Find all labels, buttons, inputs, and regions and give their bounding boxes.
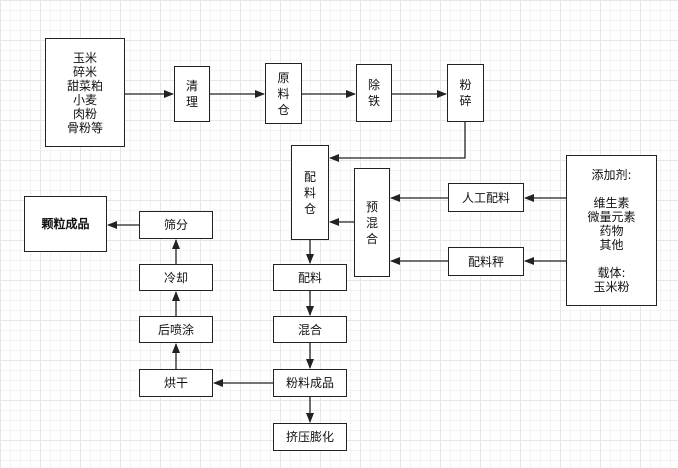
- node-pellet-product: 颗粒成品: [24, 196, 107, 252]
- node-crushing: 粉碎: [447, 64, 484, 122]
- node-screening-label: 筛分: [163, 218, 188, 232]
- node-cooling-label: 冷却: [163, 270, 188, 285]
- node-batching-scale: 配料秤: [448, 247, 524, 276]
- node-manual-batching-label: 人工配料: [461, 190, 510, 205]
- node-post-coating-label: 后喷涂: [157, 322, 194, 337]
- node-additives-label: 添加剂: 维生素 微量元素 药物 其他 载体: 玉米粉: [587, 167, 636, 294]
- node-batching: 配料: [273, 264, 347, 291]
- node-manual-batching: 人工配料: [448, 183, 524, 212]
- node-pellet-product-label: 颗粒成品: [41, 217, 90, 231]
- node-mash-product: 粉料成品: [273, 369, 347, 397]
- node-batching-scale-label: 配料秤: [467, 254, 504, 269]
- node-cleaning-label: 清理: [185, 79, 198, 109]
- node-iron-removal-label: 除铁: [367, 78, 380, 108]
- node-mixing: 混合: [273, 316, 347, 343]
- node-raw-materials-label: 玉米 碎米 甜菜粕 小麦 肉粉 骨粉等: [66, 50, 103, 135]
- node-raw-silo-label: 原料仓: [277, 70, 290, 117]
- node-batching-silo: 配料仓: [291, 145, 329, 240]
- node-screening: 筛分: [139, 211, 213, 239]
- node-mash-product-label: 粉料成品: [285, 376, 334, 390]
- node-cooling: 冷却: [139, 264, 213, 291]
- node-drying: 烘干: [139, 369, 213, 397]
- node-post-coating: 后喷涂: [139, 316, 213, 343]
- node-extrusion-label: 挤压膨化: [285, 430, 334, 444]
- arrow-crushing-to-batching-silo: [329, 122, 466, 162]
- node-mixing-label: 混合: [297, 322, 322, 337]
- node-premix: 预混合: [354, 168, 390, 277]
- node-raw-silo: 原料仓: [265, 63, 302, 124]
- node-premix-label: 预混合: [365, 199, 378, 246]
- node-raw-materials: 玉米 碎米 甜菜粕 小麦 肉粉 骨粉等: [45, 38, 125, 147]
- node-additives: 添加剂: 维生素 微量元素 药物 其他 载体: 玉米粉: [566, 155, 657, 306]
- node-extrusion: 挤压膨化: [273, 423, 347, 451]
- node-batching-silo-label: 配料仓: [303, 169, 316, 216]
- node-cleaning: 清理: [174, 66, 210, 122]
- node-drying-label: 烘干: [163, 376, 188, 390]
- node-batching-label: 配料: [297, 270, 322, 285]
- node-crushing-label: 粉碎: [459, 78, 472, 108]
- node-iron-removal: 除铁: [356, 64, 392, 122]
